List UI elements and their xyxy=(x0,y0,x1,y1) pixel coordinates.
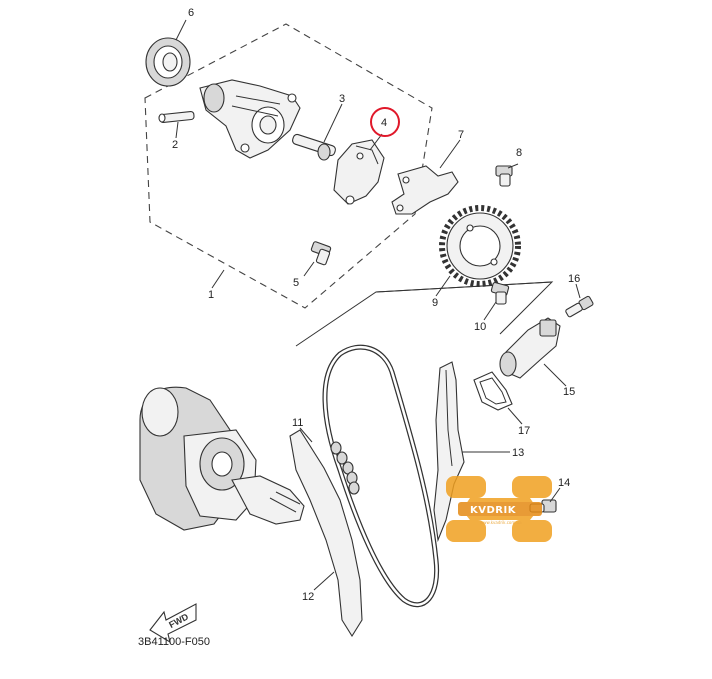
label-part-4: 4 xyxy=(381,117,387,129)
bearing-part-6 xyxy=(145,37,191,87)
label-part-11: 11 xyxy=(292,417,303,429)
crankshaft xyxy=(139,386,305,531)
chain-guide-part-13 xyxy=(433,361,465,543)
label-part-15: 15 xyxy=(563,386,575,398)
bolt-part-10 xyxy=(490,281,510,305)
outline-edge xyxy=(375,281,553,293)
label-part-7: 7 xyxy=(458,129,464,141)
camshaft-group-outline xyxy=(144,23,433,309)
label-part-12: 12 xyxy=(302,591,314,603)
label-part-10: 10 xyxy=(474,321,486,333)
leader-12 xyxy=(313,571,335,591)
label-part-17: 17 xyxy=(518,425,530,437)
label-part-8: 8 xyxy=(516,147,522,159)
leader-11 xyxy=(299,427,313,443)
sprocket-part-9 xyxy=(439,205,521,287)
leader-1 xyxy=(211,269,225,289)
label-part-16: 16 xyxy=(568,273,580,285)
label-part-14: 14 xyxy=(558,477,570,489)
leader-10 xyxy=(483,301,497,321)
label-part-3: 3 xyxy=(339,93,345,105)
leader-14 xyxy=(549,487,561,503)
bolt-part-16 xyxy=(565,295,594,318)
leader-16 xyxy=(575,283,581,299)
camshaft-assembly xyxy=(199,79,301,159)
label-part-1: 1 xyxy=(208,289,214,301)
leader-5 xyxy=(303,261,315,277)
watermark-tagline: www.kvadrik.com.ua xyxy=(480,520,522,525)
pin-part-2 xyxy=(158,110,195,124)
leader-9 xyxy=(435,275,451,297)
chain-group-outline xyxy=(295,281,554,347)
gasket-part-17 xyxy=(473,371,513,411)
label-part-6: 6 xyxy=(188,7,194,19)
leader-6 xyxy=(175,19,187,41)
diagram-code: 3B41100-F050 xyxy=(138,636,210,648)
leader-17 xyxy=(507,407,523,425)
tensioner-part-15 xyxy=(499,317,561,379)
highlight-circle-part-4 xyxy=(370,107,400,137)
leader-4 xyxy=(369,133,383,151)
label-part-2: 2 xyxy=(172,139,178,151)
leader-15 xyxy=(543,363,567,387)
leader-3 xyxy=(323,103,343,143)
leader-7 xyxy=(439,139,461,169)
chain-guide-part-11 xyxy=(289,429,363,638)
fwd-arrow-icon: FWD xyxy=(149,603,197,644)
shaft-part-3 xyxy=(292,133,336,161)
leader-8 xyxy=(507,163,519,169)
bolt-part-5 xyxy=(310,241,332,266)
label-part-13: 13 xyxy=(512,447,524,459)
guide-rollers xyxy=(330,441,360,495)
leader-2 xyxy=(175,121,179,139)
label-part-9: 9 xyxy=(432,297,438,309)
lever-part-4 xyxy=(333,139,385,205)
plate-part-7 xyxy=(391,165,459,215)
bolt-part-8 xyxy=(495,165,513,187)
label-part-5: 5 xyxy=(293,277,299,289)
watermark-logo: KVDRIK www.kvadrik.com.ua xyxy=(446,476,552,542)
watermark-brand: KVDRIK xyxy=(470,505,517,516)
